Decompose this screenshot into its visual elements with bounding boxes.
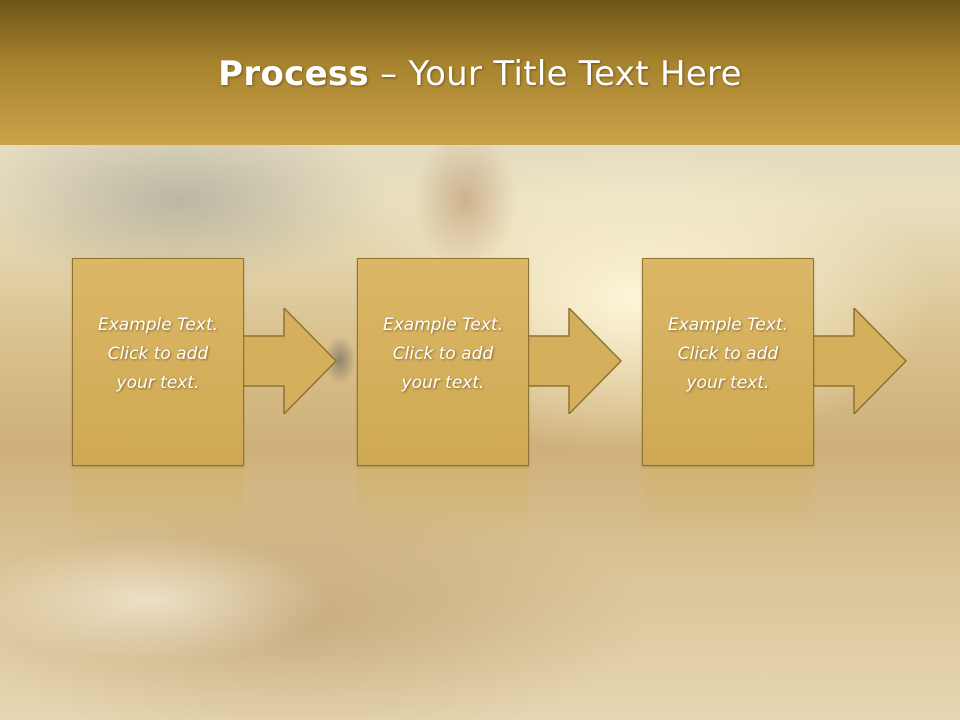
right-arrow-icon (812, 308, 908, 414)
right-arrow-icon (242, 308, 338, 414)
step-box[interactable]: Example Text. Click to add your text. (72, 258, 244, 466)
process-step-3: Example Text. Click to add your text. (642, 258, 908, 538)
title-rest: – Your Title Text Here (369, 54, 742, 94)
step-text[interactable]: Example Text. Click to add your text. (667, 315, 789, 393)
step-reflection (357, 468, 529, 538)
right-arrow-icon (527, 308, 623, 414)
step-box[interactable]: Example Text. Click to add your text. (642, 258, 814, 466)
step-text[interactable]: Example Text. Click to add your text. (97, 315, 219, 393)
slide-title[interactable]: Process – Your Title Text Here (0, 54, 960, 94)
process-step-1: Example Text. Click to add your text. (72, 258, 338, 538)
process-step-2: Example Text. Click to add your text. (357, 258, 623, 538)
step-reflection (72, 468, 244, 538)
step-reflection (642, 468, 814, 538)
title-bold: Process (218, 54, 370, 94)
step-text[interactable]: Example Text. Click to add your text. (382, 315, 504, 393)
step-box[interactable]: Example Text. Click to add your text. (357, 258, 529, 466)
title-bar: Process – Your Title Text Here (0, 0, 960, 145)
